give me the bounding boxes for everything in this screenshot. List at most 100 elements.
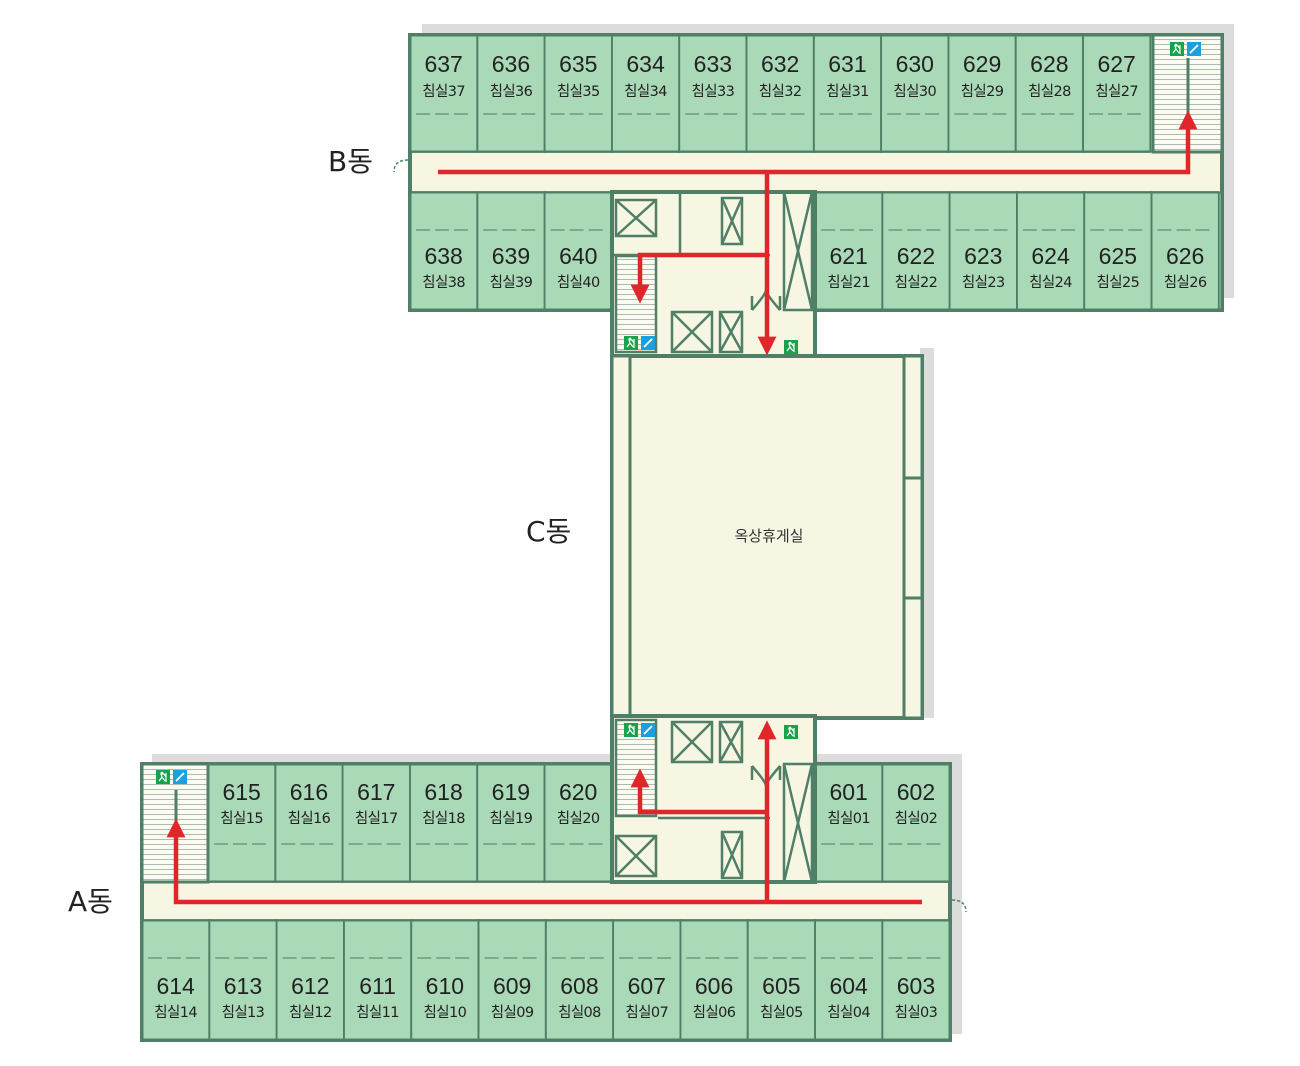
room-label: 침실12 bbox=[289, 1004, 332, 1021]
escape-slide-icon bbox=[173, 770, 187, 784]
room-label: 침실34 bbox=[624, 83, 667, 100]
room-label: 침실37 bbox=[422, 83, 465, 100]
emergency-exit-icon bbox=[624, 336, 638, 350]
room-label: 침실38 bbox=[422, 274, 465, 291]
room-number: 624 bbox=[1031, 243, 1070, 269]
escape-slide-icon bbox=[641, 336, 655, 350]
room-number: 638 bbox=[424, 243, 462, 269]
emergency-exit-icon bbox=[1170, 42, 1184, 56]
elevator-icon bbox=[614, 834, 658, 878]
room-number: 614 bbox=[156, 973, 195, 999]
room-label: 침실07 bbox=[625, 1004, 668, 1021]
room-number: 636 bbox=[492, 51, 530, 77]
room-number: 611 bbox=[359, 973, 396, 999]
room-number: 640 bbox=[559, 243, 597, 269]
room-label: 침실32 bbox=[759, 83, 802, 100]
evacuation-route-arrow bbox=[166, 110, 1198, 905]
room-label: 침실39 bbox=[490, 274, 533, 291]
room-631: 631 침실31 bbox=[812, 34, 882, 153]
room-number: 629 bbox=[963, 51, 1001, 77]
room-label: 침실03 bbox=[895, 1004, 938, 1021]
room-label: 침실20 bbox=[557, 810, 600, 827]
room-label: 침실23 bbox=[962, 274, 1005, 291]
elevator-icon bbox=[782, 190, 814, 312]
room-617: 617 침실17 bbox=[341, 763, 411, 883]
room-number: 601 bbox=[829, 779, 867, 805]
corridor-doors bbox=[393, 159, 967, 913]
room-number: 627 bbox=[1097, 51, 1135, 77]
room-label: 침실33 bbox=[691, 83, 734, 100]
room-label: 침실04 bbox=[827, 1004, 870, 1021]
room-number: 622 bbox=[897, 243, 935, 269]
room-label: 침실24 bbox=[1029, 274, 1072, 291]
room-623: 623 침실23 bbox=[948, 191, 1018, 311]
room-number: 632 bbox=[761, 51, 799, 77]
room-number: 630 bbox=[896, 51, 934, 77]
emergency-exit-icon bbox=[784, 340, 798, 354]
room-number: 616 bbox=[290, 779, 328, 805]
room-number: 631 bbox=[828, 51, 866, 77]
room-label: 침실01 bbox=[827, 810, 870, 827]
room-number: 618 bbox=[424, 779, 462, 805]
room-601: 601 침실01 bbox=[814, 763, 884, 883]
elevator-icon bbox=[720, 830, 744, 880]
room-number: 608 bbox=[560, 973, 598, 999]
room-number: 635 bbox=[559, 51, 597, 77]
room-number: 619 bbox=[492, 779, 530, 805]
room-label: 침실18 bbox=[422, 810, 465, 827]
c-wing bbox=[610, 354, 924, 720]
room-label: 침실22 bbox=[895, 274, 938, 291]
room-number: 623 bbox=[964, 243, 1002, 269]
room-number: 633 bbox=[694, 51, 732, 77]
elevator-icon bbox=[670, 720, 714, 764]
room-number: 605 bbox=[762, 973, 800, 999]
room-number: 609 bbox=[493, 973, 531, 999]
room-label: 침실15 bbox=[220, 810, 263, 827]
room-label: 침실05 bbox=[760, 1004, 803, 1021]
room-number: 628 bbox=[1030, 51, 1068, 77]
room-label: 침실40 bbox=[557, 274, 600, 291]
room-number: 606 bbox=[695, 973, 733, 999]
room-number: 610 bbox=[426, 973, 464, 999]
room-608: 608 침실08 bbox=[544, 919, 614, 1041]
room-label: 침실02 bbox=[895, 810, 938, 827]
wing-label-b: B동 bbox=[328, 145, 373, 178]
room-number: 621 bbox=[829, 243, 867, 269]
room-number: 617 bbox=[357, 779, 395, 805]
room-label: 침실14 bbox=[154, 1004, 197, 1021]
room-label: 침실17 bbox=[355, 810, 398, 827]
room-label: 침실25 bbox=[1096, 274, 1139, 291]
elevator-icon bbox=[718, 310, 744, 354]
room-label: 침실08 bbox=[558, 1004, 601, 1021]
room-label: 침실16 bbox=[288, 810, 331, 827]
room-number: 637 bbox=[424, 51, 462, 77]
elevator-icon bbox=[614, 198, 658, 238]
room-number: 613 bbox=[224, 973, 262, 999]
rooms-layer: 637침실37636침실36635침실35634침실34633침실33632침실… bbox=[141, 34, 1220, 1041]
escape-slide-icon bbox=[641, 723, 655, 737]
elevator-icon bbox=[720, 196, 744, 246]
room-number: 620 bbox=[559, 779, 597, 805]
room-number: 615 bbox=[222, 779, 260, 805]
room-number: 607 bbox=[628, 973, 666, 999]
room-label: 침실31 bbox=[826, 83, 869, 100]
elevator-icon bbox=[782, 762, 814, 884]
room-614: 614 침실14 bbox=[141, 919, 211, 1041]
room-620: 620 침실20 bbox=[543, 763, 613, 883]
room-label: 침실06 bbox=[693, 1004, 736, 1021]
room-624: 624 침실24 bbox=[1016, 191, 1086, 311]
room-label: 침실28 bbox=[1028, 83, 1071, 100]
escape-slide-icon bbox=[1187, 42, 1201, 56]
